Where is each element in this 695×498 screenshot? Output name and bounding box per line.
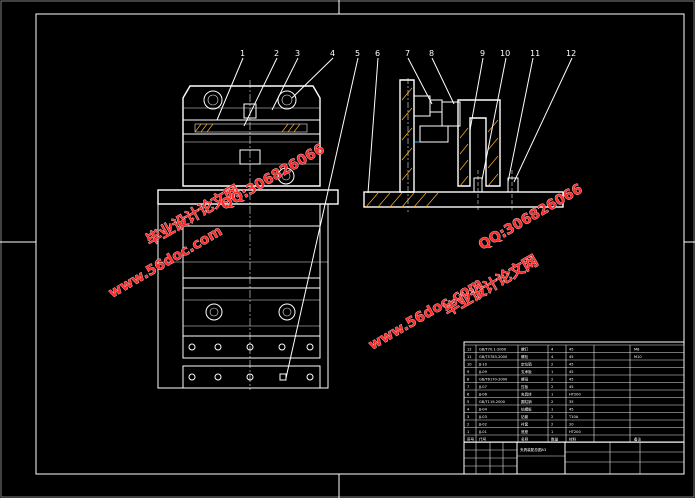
- bom-cell-qty: 2: [551, 377, 553, 381]
- bom-cell-name: 螺钉: [521, 346, 529, 351]
- bom-cell-code: GB/T70.1-2000: [479, 347, 507, 351]
- bom-cell-code: JJ-10: [478, 362, 488, 366]
- bom-header: 材料: [569, 436, 577, 441]
- bom-cell-no: 11: [467, 355, 472, 359]
- bom-cell-no: 5: [467, 400, 469, 404]
- balloon-10: 10: [500, 49, 510, 58]
- bom-cell-qty: 2: [551, 422, 553, 426]
- bom-cell-no: 8: [467, 377, 470, 381]
- bom-cell-name: 螺栓: [521, 354, 529, 359]
- bom-cell-code: JJ-09: [478, 370, 488, 374]
- balloon-6: 6: [375, 49, 380, 58]
- bom-cell-material: 45: [569, 370, 574, 374]
- bom-cell-no: 6: [467, 392, 470, 396]
- bom-cell-qty: 1: [551, 430, 553, 434]
- bom-cell-code: JJ-03: [478, 415, 487, 419]
- bom-cell-name: 压板: [521, 384, 529, 389]
- bom-cell-no: 12: [467, 347, 472, 351]
- bom-header: 序号: [467, 436, 475, 441]
- balloon-7: 7: [405, 49, 410, 58]
- bom-header: 数量: [551, 436, 559, 441]
- bom-cell-material: HT200: [569, 430, 581, 434]
- bom-cell-material: HT200: [569, 392, 581, 396]
- bom-cell-qty: 1: [551, 392, 553, 396]
- balloon-9: 9: [480, 49, 485, 58]
- bom-cell-name: 钻套: [521, 414, 529, 419]
- bom-cell-material: 45: [569, 355, 574, 359]
- balloon-12: 12: [566, 49, 576, 58]
- bom-cell-qty: 2: [551, 385, 553, 389]
- bom-cell-material: 45: [569, 377, 574, 381]
- bom-cell-no: 1: [467, 430, 469, 434]
- bom-cell-code: GB/T6170-2000: [479, 377, 508, 381]
- side-view: [363, 78, 564, 212]
- bom-cell-no: 4: [467, 407, 470, 411]
- balloon-3: 3: [295, 49, 300, 58]
- bom-cell-qty: 1: [551, 370, 553, 374]
- balloon-2: 2: [274, 49, 279, 58]
- watermark-brand-2: 毕业设计论文网: [441, 251, 541, 319]
- bom-cell-name: 定位销: [521, 361, 532, 366]
- balloon-labels: 1 2 3 4 5 6 7 8 9 10 11 12: [240, 49, 576, 58]
- drawing-title: 夹具装配总图A3: [520, 447, 546, 452]
- bom-cell-name: 支承板: [521, 369, 532, 374]
- bom-cell-material: 45: [569, 362, 574, 366]
- balloon-8: 8: [429, 49, 434, 58]
- bom-cell-qty: 2: [551, 400, 553, 404]
- bom-cell-code: GB/T5783-2000: [479, 355, 508, 359]
- bom-cell-note: M8: [634, 347, 640, 351]
- bom-header: 名称: [521, 436, 529, 441]
- bom-cell-note: M10: [634, 355, 642, 359]
- bom-cell-code: JJ-01: [478, 430, 487, 434]
- bom-cell-qty: 1: [551, 407, 553, 411]
- bom-cell-qty: 4: [551, 347, 554, 351]
- bom-cell-material: T10A: [568, 415, 579, 419]
- front-view: [157, 80, 339, 390]
- bom-cell-material: 35: [569, 400, 574, 404]
- balloon-1: 1: [240, 49, 245, 58]
- bom-cell-name: 衬套: [521, 421, 529, 426]
- bom-header: 备注: [634, 436, 642, 441]
- balloon-11: 11: [530, 49, 540, 58]
- watermarks: 毕业设计论文网 QQ:306826066 www.56doc.com www.5…: [106, 141, 586, 354]
- watermark-qq-1: QQ:306826066: [218, 141, 327, 213]
- bom-cell-name: 夹具体: [521, 391, 532, 396]
- balloon-4: 4: [330, 49, 335, 58]
- bom-cell-name: 螺母: [521, 376, 529, 381]
- bom-cell-material: 45: [569, 347, 574, 351]
- bom-cell-qty: 2: [551, 362, 553, 366]
- bom-cell-name: 圆柱销: [521, 399, 532, 404]
- bom-cell-material: 20: [569, 422, 574, 426]
- bom-cell-qty: 2: [551, 415, 553, 419]
- bom-cell-no: 10: [467, 362, 472, 366]
- bom-cell-material: 45: [569, 407, 574, 411]
- bom-cell-no: 9: [467, 370, 470, 374]
- bom-cell-name: 钻模板: [521, 406, 532, 411]
- bom-cell-code: JJ-02: [478, 422, 487, 426]
- bom-cell-code: GB/T119-2000: [479, 400, 506, 404]
- bom-cell-name: 底座: [521, 429, 529, 434]
- bom-cell-code: JJ-07: [478, 385, 487, 389]
- bom-cell-qty: 4: [551, 355, 554, 359]
- bom-cell-no: 7: [467, 385, 469, 389]
- bom-header: 代号: [479, 436, 487, 441]
- bom-cell-code: JJ-04: [478, 407, 488, 411]
- bom-cell-no: 3: [467, 415, 469, 419]
- bom-cell-no: 2: [467, 422, 469, 426]
- bom-cell-material: 45: [569, 385, 574, 389]
- leader-lines: [216, 57, 573, 379]
- bom-cell-code: JJ-06: [478, 392, 488, 396]
- balloon-5: 5: [355, 49, 360, 58]
